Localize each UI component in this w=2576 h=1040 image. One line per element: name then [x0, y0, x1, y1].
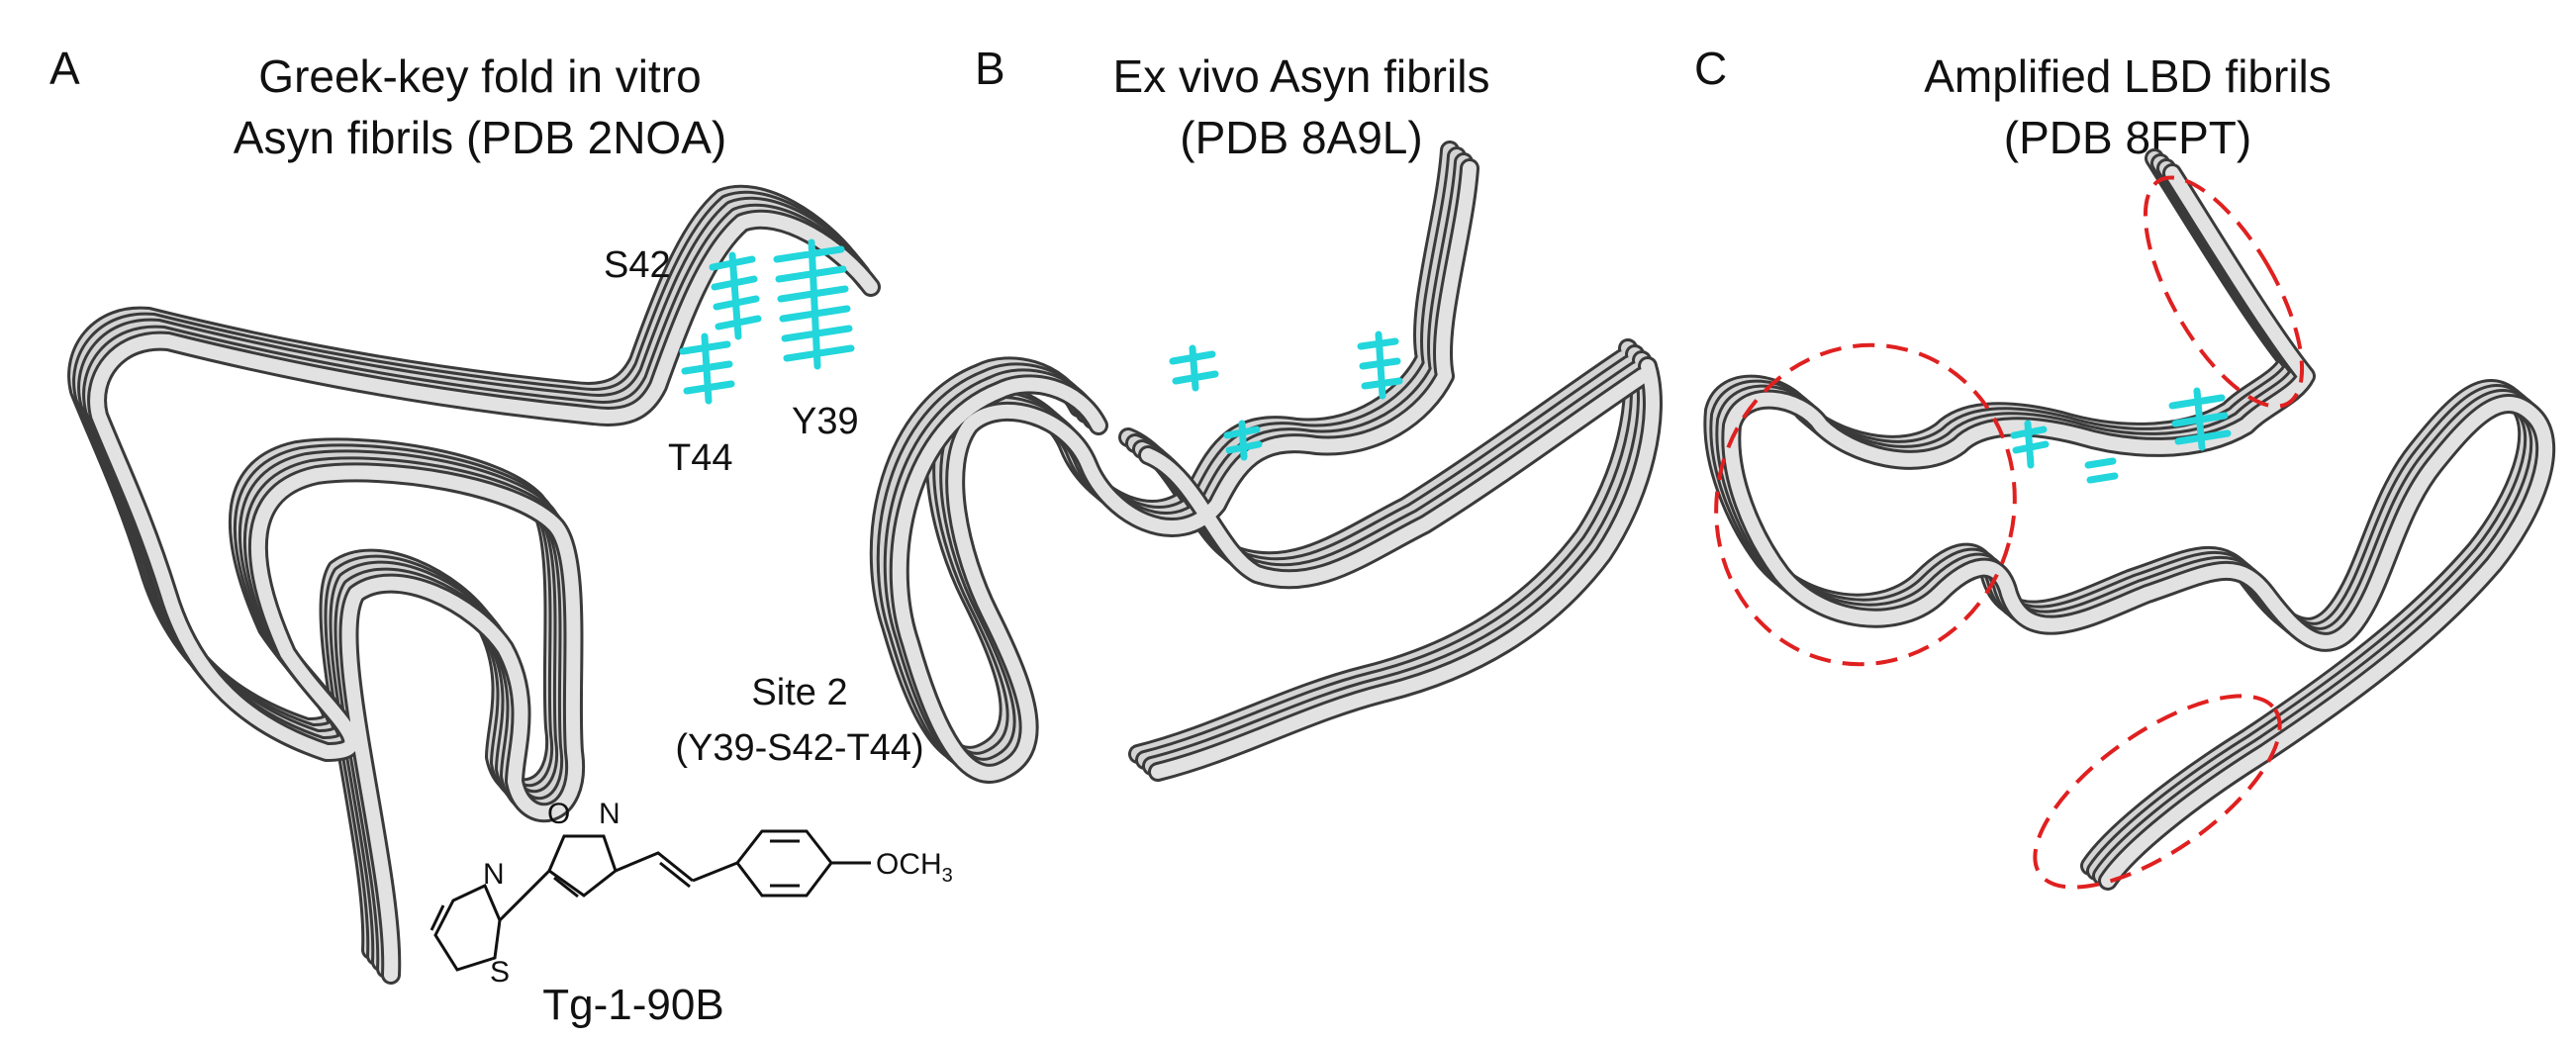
ligand-stick-model-c [2010, 387, 2232, 484]
panel-a-title-line-1: Greek-key fold in vitro [258, 50, 701, 102]
site-label-line-2: (Y39-S42-T44) [675, 727, 923, 769]
atom-label-o: O [547, 798, 570, 830]
atom-label-methoxy: OCH3 [876, 848, 953, 887]
atom-label-thiazole-n: N [483, 858, 505, 891]
residue-label-s42: S42 [604, 244, 671, 286]
fibril-ribbon-a [77, 195, 871, 975]
dashed-ellipse-group [1714, 175, 2305, 890]
panel-b-title-line-2: (PDB 8A9L) [1180, 112, 1422, 163]
panel-c-title-line-1: Amplified LBD fibrils [1924, 50, 2332, 102]
panel-c-title-line-2: (PDB 8FPT) [2004, 112, 2251, 163]
panel-letter-a: A [49, 43, 80, 94]
ligand-stick-model-t44 [679, 332, 735, 405]
panel-letter-b: B [975, 43, 1005, 94]
ligand-stick-model-b [1169, 331, 1403, 461]
atom-label-n: N [599, 798, 620, 830]
residue-label-y39: Y39 [792, 401, 859, 442]
site-label-line-1: Site 2 [751, 672, 847, 713]
panel-b: B Ex vivo Asyn fibrils (PDB 8A9L) [880, 43, 1653, 774]
panel-a: A Greek-key fold in vitro Asyn fibrils (… [49, 43, 953, 1029]
panel-letter-c: C [1694, 43, 1727, 94]
ligand-stick-model-y39 [773, 238, 855, 370]
fibril-ribbon-c [1713, 158, 2545, 881]
atom-label-s: S [490, 956, 510, 989]
compound-name: Tg-1-90B [542, 981, 723, 1029]
panel-c: C Amplified LBD fibrils (PDB 8FPT) [1694, 43, 2545, 922]
dashed-ellipse-left [1714, 342, 2017, 667]
dashed-ellipse-bottom [2033, 694, 2282, 890]
residue-label-t44: T44 [668, 437, 732, 479]
panel-a-title-line-2: Asyn fibrils (PDB 2NOA) [234, 112, 726, 163]
ligand-stick-model-s42 [709, 251, 762, 340]
dashed-ellipse-top [2143, 175, 2305, 409]
chemical-structure [429, 829, 871, 972]
fibril-ribbon-b [880, 150, 1653, 774]
panel-b-title-line-1: Ex vivo Asyn fibrils [1113, 50, 1490, 102]
